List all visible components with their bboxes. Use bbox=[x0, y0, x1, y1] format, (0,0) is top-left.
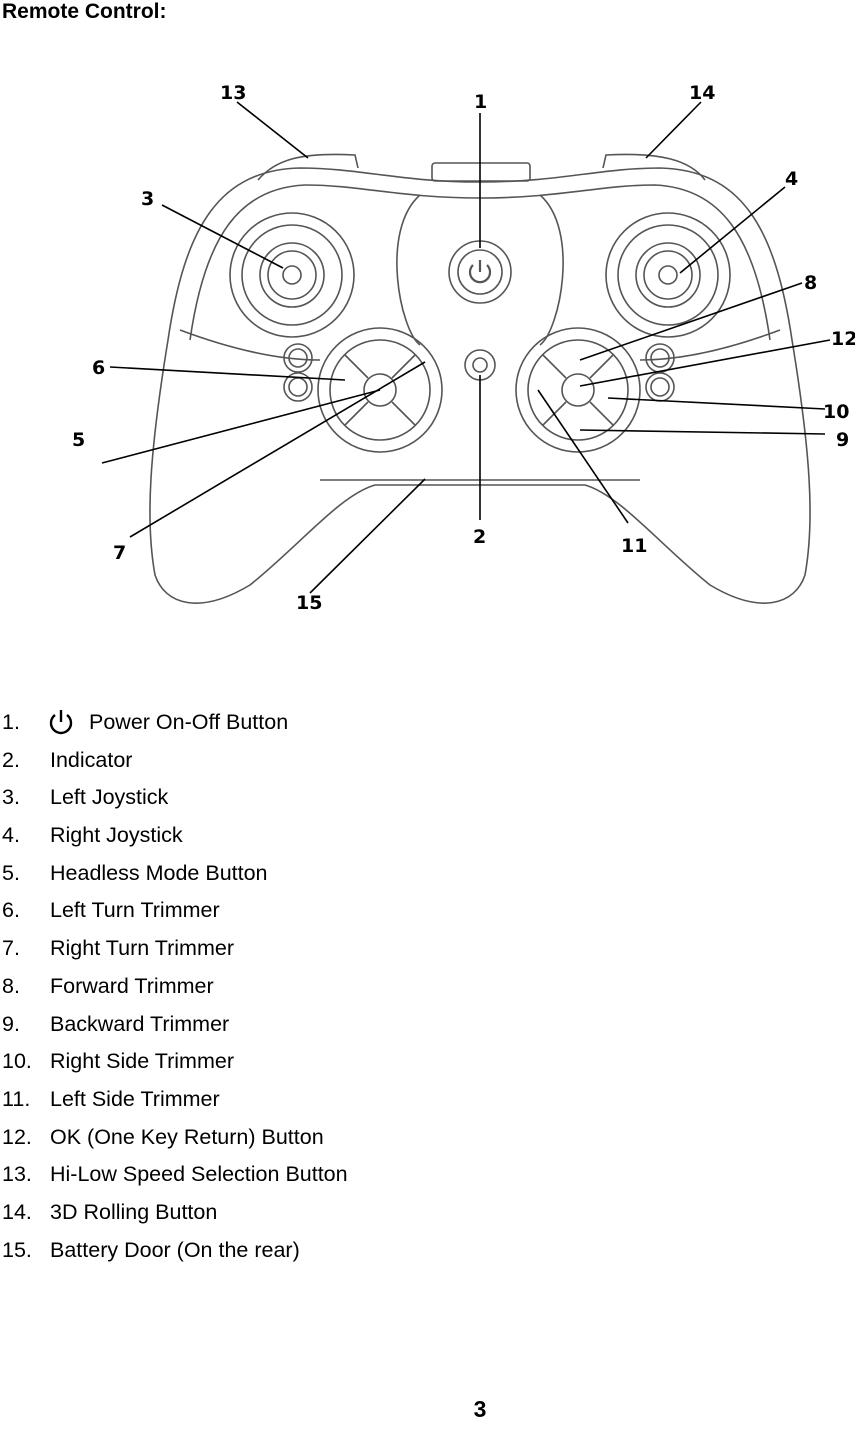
callout-8: 8 bbox=[804, 272, 817, 294]
list-item-label: 3D Rolling Button bbox=[50, 1199, 218, 1224]
callout-12: 12 bbox=[831, 328, 855, 350]
list-item-label: Indicator bbox=[50, 747, 133, 772]
callout-leader-lines bbox=[101, 101, 831, 594]
callout-1: 1 bbox=[474, 91, 487, 113]
callout-14: 14 bbox=[689, 82, 715, 104]
list-item-label: Battery Door (On the rear) bbox=[50, 1237, 300, 1262]
list-item-label: Hi-Low Speed Selection Button bbox=[50, 1162, 348, 1187]
page-number: 3 bbox=[473, 1396, 487, 1422]
callout-7: 7 bbox=[113, 542, 126, 564]
list-item-number: 9. bbox=[2, 1011, 20, 1036]
controller-outline bbox=[149, 153, 811, 604]
list-item-number: 15. bbox=[2, 1237, 32, 1262]
list-item-label: Left Turn Trimmer bbox=[50, 898, 220, 923]
list-item-label: OK (One Key Return) Button bbox=[50, 1124, 324, 1149]
callout-10: 10 bbox=[823, 401, 849, 423]
list-item-label: Right Side Trimmer bbox=[50, 1049, 234, 1074]
list-item-label: Right Turn Trimmer bbox=[50, 936, 234, 961]
callout-9: 9 bbox=[836, 429, 849, 451]
page-heading: Remote Control: bbox=[2, 0, 167, 23]
callout-2: 2 bbox=[473, 526, 486, 548]
list-item-number: 4. bbox=[2, 823, 20, 848]
callout-5: 5 bbox=[72, 429, 85, 451]
list-item-label: Left Joystick bbox=[50, 785, 169, 810]
list-item-number: 11. bbox=[2, 1086, 31, 1111]
power-icon bbox=[49, 710, 73, 735]
list-item-number: 5. bbox=[2, 860, 20, 885]
list-item-number: 13. bbox=[2, 1162, 32, 1187]
list-item-label: Right Joystick bbox=[50, 823, 183, 848]
callout-6: 6 bbox=[92, 357, 105, 379]
list-item-number: 14. bbox=[2, 1199, 32, 1224]
list-item-label: Headless Mode Button bbox=[50, 860, 268, 885]
list-item-number: 12. bbox=[2, 1124, 32, 1149]
remote-control-diagram: 13 1 14 3 4 8 12 6 10 5 9 2 11 7 15 bbox=[72, 82, 855, 614]
list-item-label: Left Side Trimmer bbox=[50, 1086, 220, 1111]
list-item-number: 6. bbox=[2, 898, 20, 923]
callout-11: 11 bbox=[621, 535, 647, 557]
list-item-number: 2. bbox=[2, 747, 20, 772]
list-item-label: Backward Trimmer bbox=[50, 1011, 230, 1036]
callout-4: 4 bbox=[785, 168, 798, 190]
list-item-number: 3. bbox=[2, 785, 20, 810]
list-item-number: 8. bbox=[2, 973, 20, 998]
list-item-number: 1. bbox=[2, 710, 20, 734]
list-item-number: 10. bbox=[2, 1049, 32, 1074]
list-item-label: Forward Trimmer bbox=[50, 973, 214, 998]
callout-13: 13 bbox=[220, 82, 246, 104]
callout-3: 3 bbox=[141, 188, 154, 210]
list-item-label: Power On-Off Button bbox=[89, 710, 289, 734]
list-item-number: 7. bbox=[2, 936, 20, 961]
callout-15: 15 bbox=[296, 592, 322, 614]
